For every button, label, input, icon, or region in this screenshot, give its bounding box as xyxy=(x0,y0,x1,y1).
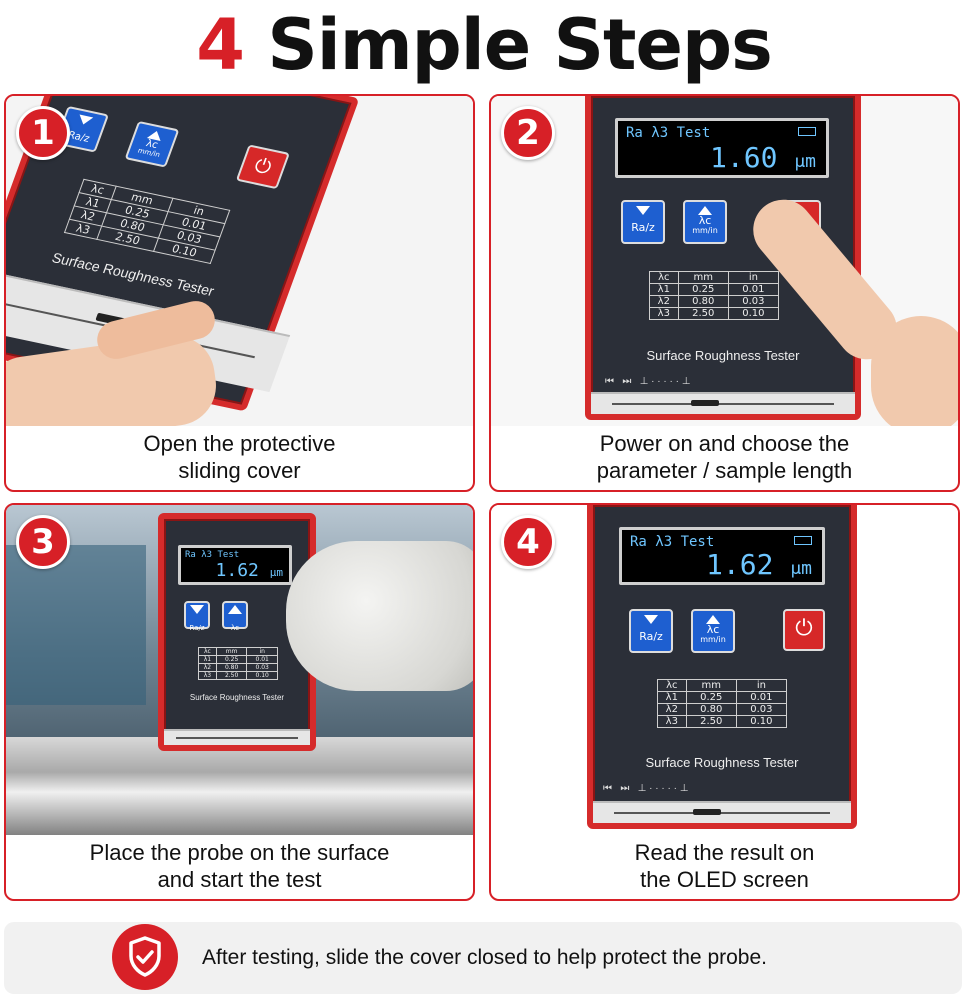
footer-banner: After testing, slide the cover closed to… xyxy=(4,922,962,994)
title-text: Simple Steps xyxy=(267,4,772,86)
gloved-hand xyxy=(286,541,473,691)
oled-screen: Ra λ3 Test 1.60 μm xyxy=(615,118,829,178)
power-button: ⏻ xyxy=(783,609,825,651)
shield-check-icon xyxy=(112,924,178,990)
mode-text: Ra λ3 Test xyxy=(626,125,711,141)
oled-screen: Ra λ3 Test 1.62 μm xyxy=(619,527,825,585)
transport-icons: ⏮ ⏭ ⊥ · · · · · ⊥ xyxy=(603,783,689,794)
arrow-down-icon xyxy=(190,605,204,614)
metal-shaft xyxy=(6,737,473,835)
ra-z-button: Ra/z xyxy=(621,200,665,244)
mode-text: Ra λ3 Test xyxy=(630,534,715,550)
arrow-up-icon xyxy=(228,605,242,614)
lambda-c-label: λc xyxy=(698,214,712,227)
battery-icon xyxy=(794,536,812,545)
oled-screen: Ra λ3 Test 1.62 μm xyxy=(178,545,292,585)
mm-in-label: mm/in xyxy=(700,635,726,644)
step-badge-1: 1 xyxy=(16,106,70,160)
ra-z-label: Ra/z xyxy=(639,630,663,643)
step-1-caption: Open the protective sliding cover xyxy=(143,431,336,483)
lambda-c-button: λc mm/in xyxy=(124,120,180,168)
arrow-up-icon xyxy=(706,615,720,624)
mm-in-label: mm/in xyxy=(692,226,718,235)
device-label: Surface Roughness Tester xyxy=(645,755,799,770)
lambda-c-button: λc mm/in xyxy=(691,609,735,653)
reading-value: 1.62 μm xyxy=(706,548,812,581)
step-badge-3: 3 xyxy=(16,515,70,569)
power-icon: ⏻ xyxy=(251,152,276,179)
lambda-c-label: λc xyxy=(706,623,720,636)
device-label: Surface Roughness Tester xyxy=(189,693,285,702)
step-2-caption: Power on and choose the parameter / samp… xyxy=(596,431,853,483)
probe-slot xyxy=(164,729,310,745)
arrow-up-icon xyxy=(698,206,712,215)
lambda-c-button: λc mm/in xyxy=(683,200,727,244)
title-number: 4 xyxy=(196,4,245,86)
device-label: Surface Roughness Tester xyxy=(646,348,800,363)
transport-icons: ⏮ ⏭ ⊥ · · · · · ⊥ xyxy=(605,376,691,387)
ra-z-label: Ra/z xyxy=(631,221,655,234)
reading-value: 1.62 μm xyxy=(215,560,283,581)
arrow-down-icon xyxy=(644,615,658,624)
step-badge-2: 2 xyxy=(501,106,555,160)
step-2-photo: Ra λ3 Test 1.60 μm Ra/z λc mm/in ⏻ λcmmi… xyxy=(491,96,958,426)
factory-background xyxy=(6,545,146,705)
page-title: 4 Simple Steps xyxy=(0,2,968,88)
ra-z-button: Ra/z xyxy=(629,609,673,653)
probe-slot xyxy=(593,801,851,823)
arrow-down-icon xyxy=(76,114,94,126)
lambda-c-button: λc xyxy=(222,601,248,632)
probe-slot xyxy=(591,392,855,414)
power-button: ⏻ xyxy=(235,144,290,190)
battery-icon xyxy=(798,127,816,136)
footer-text: After testing, slide the cover closed to… xyxy=(202,946,767,969)
arrow-down-icon xyxy=(636,206,650,215)
step-card-2: Ra λ3 Test 1.60 μm Ra/z λc mm/in ⏻ λcmmi… xyxy=(489,94,960,492)
power-icon: ⏻ xyxy=(795,616,813,641)
mode-text: Ra λ3 Test xyxy=(185,550,240,560)
reading-value: 1.60 μm xyxy=(710,141,816,174)
ra-z-button: Ra/z xyxy=(184,601,210,632)
step-3-caption: Place the probe on the surface and start… xyxy=(89,840,390,892)
step-badge-4: 4 xyxy=(501,515,555,569)
step-4-caption: Read the result on the OLED screen xyxy=(634,840,815,892)
